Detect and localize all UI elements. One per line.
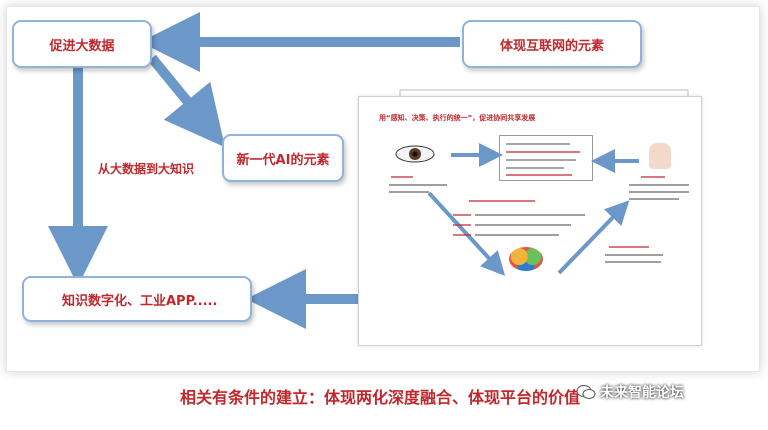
promote-bigdata-label: 促进大数据 — [49, 38, 115, 54]
footer-caption: 相关有条件的建立：体现两化深度融合、体现平台的价值 — [179, 388, 580, 407]
inset-title: 用“感知、决策、执行的统一”，促进协同共享发展 — [379, 114, 536, 122]
promote-bigdata-box: 促进大数据 — [12, 20, 152, 68]
ai-elements-box: 新一代AI的元素 — [222, 134, 344, 182]
wechat-icon — [576, 385, 596, 399]
bigdata-to-knowledge-label: 从大数据到大知识 — [98, 162, 195, 176]
arrow-bigdata-to-ai — [148, 54, 225, 148]
brain-icon — [509, 247, 543, 271]
platform-inset-diagram: 用“感知、决策、执行的统一”，促进协同共享发展 — [358, 96, 702, 346]
hand-icon — [649, 143, 671, 169]
inset-center-panel — [499, 135, 593, 181]
watermark-text: 未来智能论坛 — [600, 385, 684, 401]
ai-elements-label: 新一代AI的元素 — [236, 152, 330, 168]
internet-elements-box: 体现互联网的元素 — [462, 20, 642, 68]
inset-arrows — [389, 143, 689, 276]
knowledge-digital-label: 知识数字化、工业APP..... — [62, 293, 218, 309]
knowledge-digital-box: 知识数字化、工业APP..... — [22, 276, 252, 322]
eye-icon — [395, 145, 435, 163]
inset-bracket — [399, 89, 689, 100]
internet-elements-label: 体现互联网的元素 — [499, 38, 604, 54]
inset-center-lines — [506, 143, 580, 176]
